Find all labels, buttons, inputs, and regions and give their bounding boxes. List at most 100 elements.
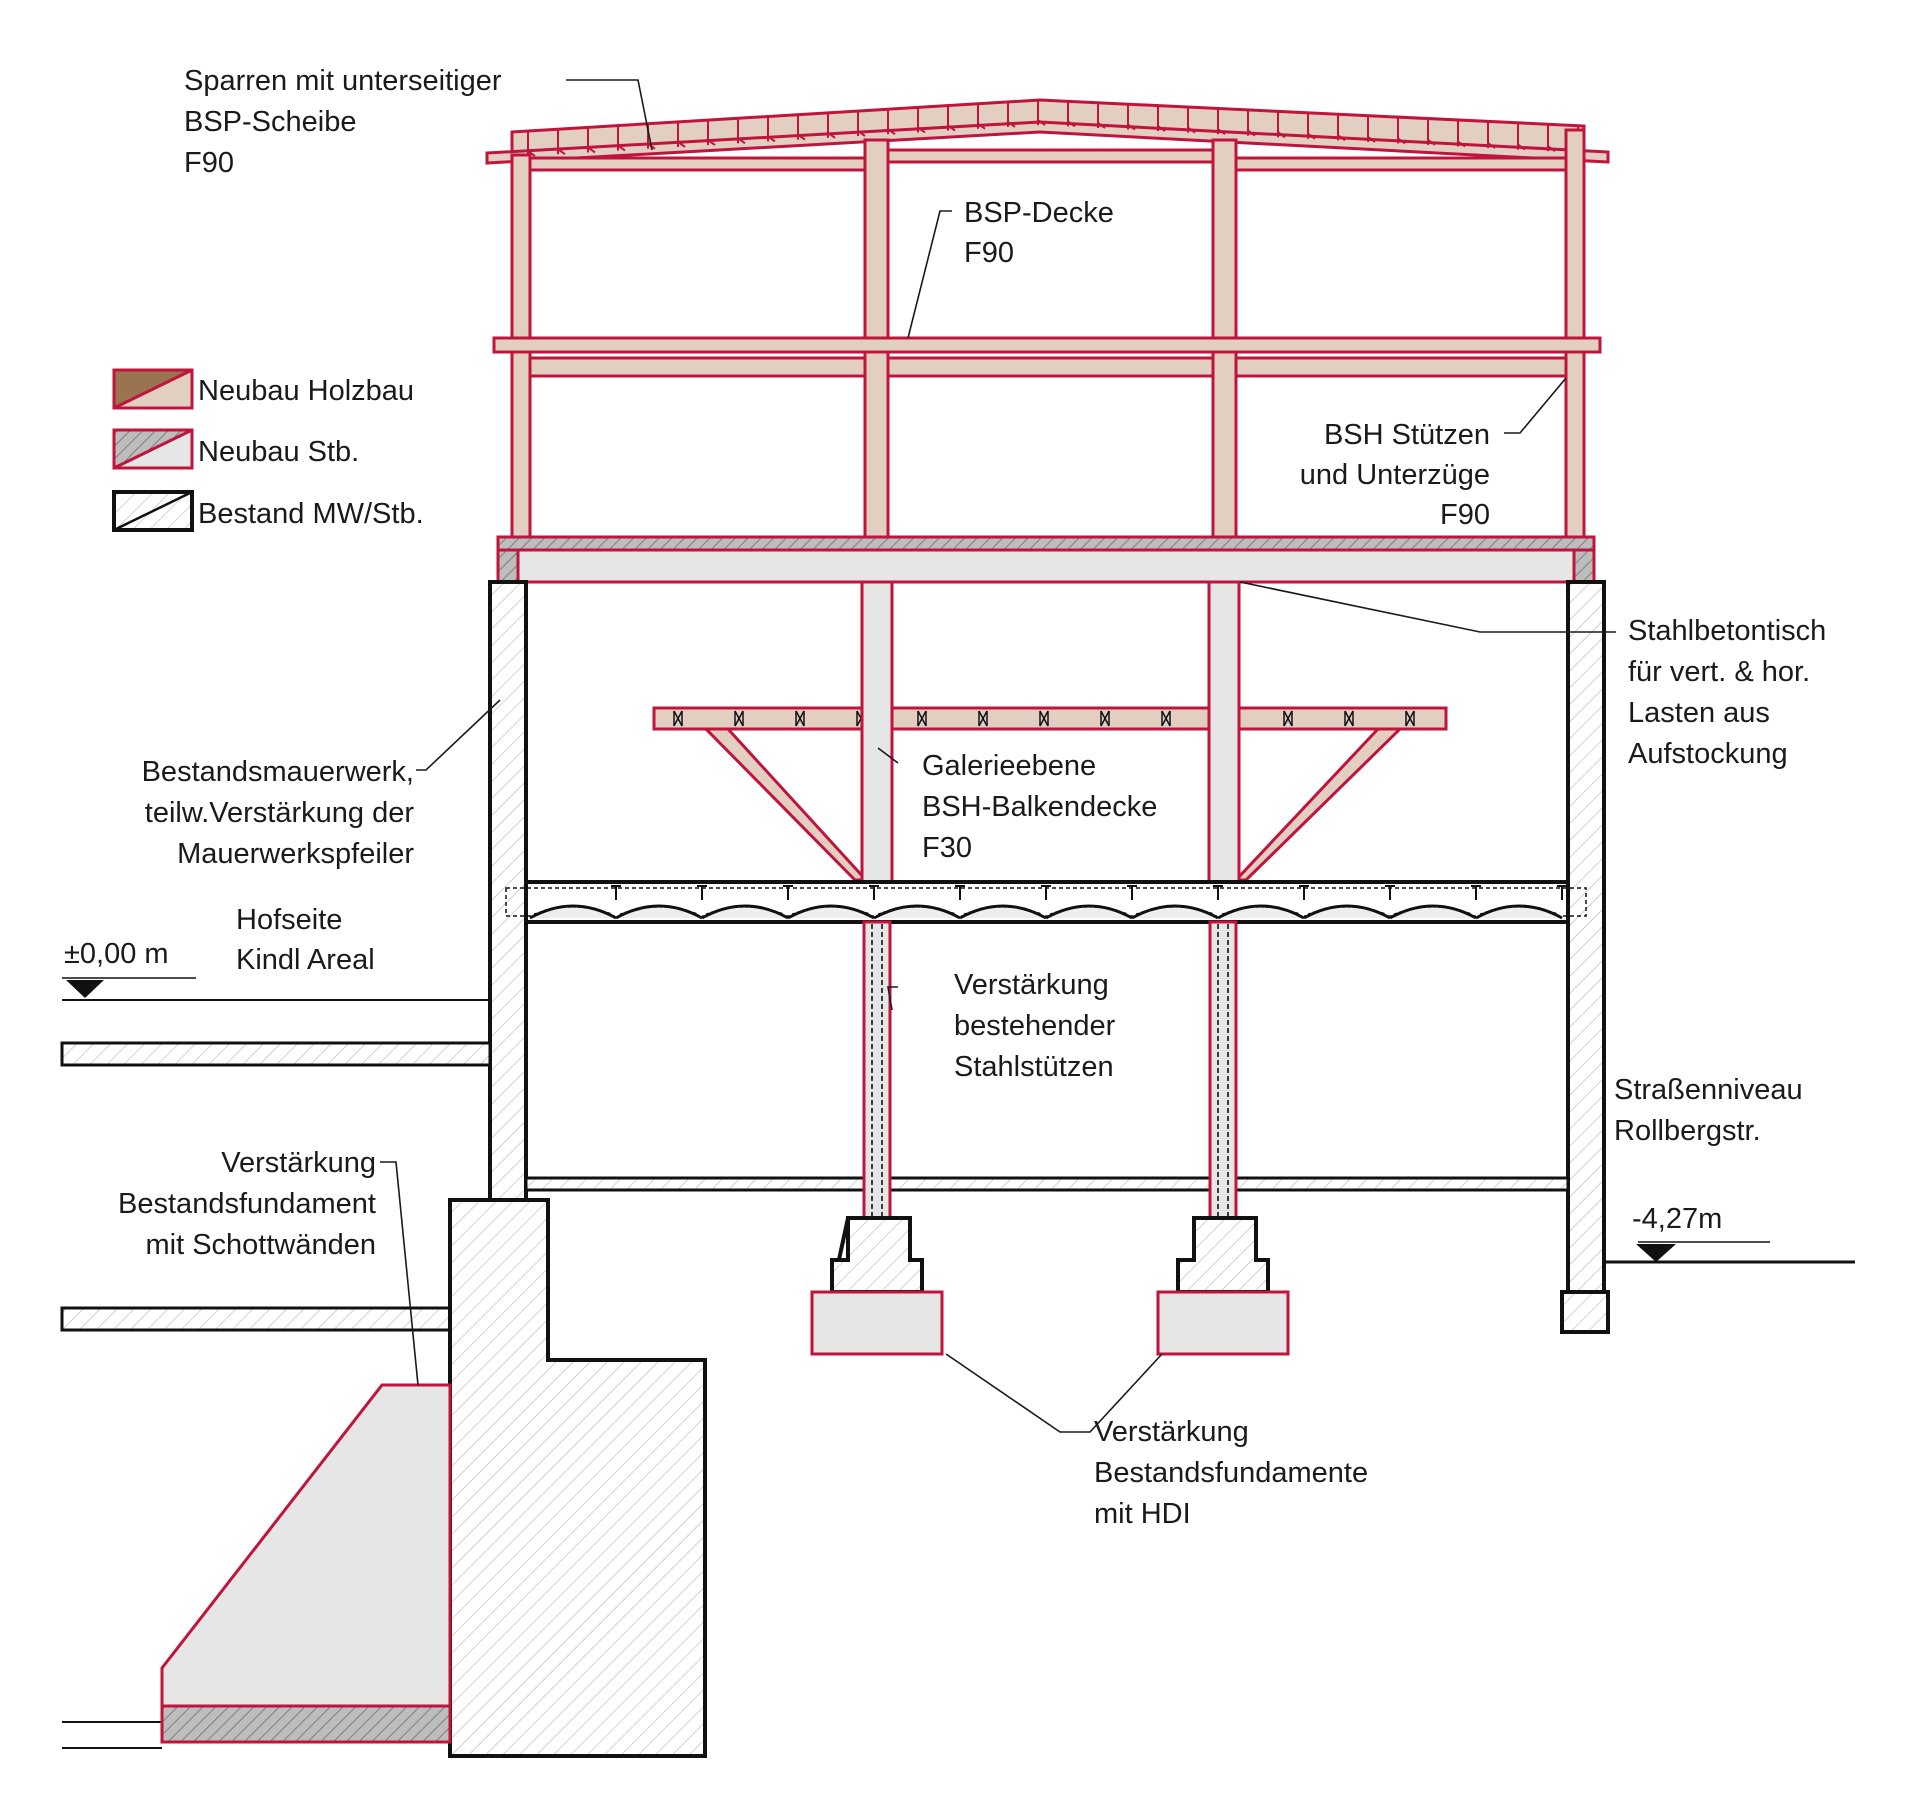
rafter-tick-diag	[1247, 129, 1256, 137]
steel-column-left	[862, 920, 892, 1220]
label-foundation-walls-1: Verstärkung	[221, 1147, 376, 1179]
vault-arch-inner	[1307, 906, 1387, 915]
label-courtyard-1: Hofseite	[236, 904, 342, 936]
vault-arch-inner	[963, 906, 1043, 915]
rc-table-beam	[516, 548, 1576, 584]
gallery-beam-mark	[1039, 710, 1049, 727]
vault-arch	[1475, 904, 1563, 920]
rafter-tick-diag	[707, 139, 716, 146]
gallery-beam-mark	[917, 710, 927, 727]
gallery-beam-mark	[795, 710, 805, 727]
label-courtyard-2: Kindl Areal	[236, 944, 375, 976]
legend-item-concrete: Neubau Stb.	[112, 428, 359, 470]
rafter-tick-diag	[737, 137, 746, 145]
label-foundation-walls-3: mit Schottwänden	[145, 1229, 376, 1261]
vault-arch	[1303, 904, 1391, 920]
rc-table-end-right	[1572, 548, 1596, 584]
rafter-tick-diag	[1547, 145, 1556, 152]
rafter-tick-diag	[1127, 123, 1136, 131]
timber-frame	[492, 128, 1602, 539]
existing-wall-left	[488, 580, 528, 1206]
gallery-beam-mark	[1100, 710, 1110, 727]
rafter-tick-diag	[1277, 131, 1286, 139]
clt-floor-slab	[492, 336, 1602, 354]
rafter-tick-diag	[1397, 137, 1406, 145]
lower-slab-left	[60, 1306, 452, 1332]
label-masonry-2: teilw.Verstärkung der	[145, 797, 415, 829]
rc-table	[496, 535, 1596, 584]
rafter-tick-diag	[587, 146, 596, 154]
rc-table-slab	[496, 535, 1596, 552]
rafter-tick-diag	[1517, 143, 1526, 151]
label-rafters-1: Sparren mit unterseitiger	[184, 65, 502, 97]
upper-beam-right	[1234, 156, 1568, 172]
label-hdi-2: Bestandsfundamente	[1094, 1457, 1368, 1489]
vault-arch	[615, 904, 703, 920]
existing-structure	[60, 580, 1855, 1758]
legend-label-concrete: Neubau Stb.	[198, 436, 359, 468]
legend-label-existing: Bestand MW/Stb.	[198, 498, 424, 530]
label-glulam-2: und Unterzüge	[1300, 459, 1490, 491]
rafter-tick-diag	[1157, 125, 1166, 132]
vault-arch-inner	[1393, 906, 1473, 915]
vault-arch-inner	[705, 906, 785, 915]
lower-beam-right	[1234, 356, 1568, 378]
gallery-beam-mark	[734, 710, 744, 727]
vault-arch-inner	[1135, 906, 1215, 915]
vault-arch	[873, 904, 961, 920]
buttress-cross-walls	[160, 1383, 452, 1708]
vault-arch	[529, 904, 617, 920]
basement-slab	[524, 1176, 1570, 1192]
label-masonry-1: Bestandsmauerwerk,	[142, 756, 414, 788]
rafter-tick-diag	[1337, 134, 1346, 142]
rafter-tick-diag	[917, 126, 926, 134]
rafter-tick-diag	[857, 130, 866, 137]
label-rc-table-4: Aufstockung	[1628, 738, 1788, 770]
rafter-tick-diag	[1037, 119, 1046, 126]
label-foundation-walls-2: Bestandsfundament	[118, 1188, 376, 1220]
level-marker-street	[1636, 1244, 1676, 1262]
gallery-deck	[652, 706, 1448, 731]
gallery-beam-mark	[1344, 710, 1354, 727]
vault-arch-inner	[533, 906, 613, 915]
steel-column-right	[1208, 920, 1238, 1220]
gallery-beam-mark	[1283, 710, 1293, 727]
label-clt-slab-2: F90	[964, 237, 1014, 269]
label-masonry-3: Mauerwerkspfeiler	[177, 838, 414, 870]
label-hdi-3: mit HDI	[1094, 1498, 1191, 1530]
rafter-tick-diag	[1427, 139, 1436, 146]
gallery-beam-mark	[978, 710, 988, 727]
rafter-tick-diag	[1487, 142, 1496, 149]
rc-table-end-left	[496, 548, 520, 584]
level-markers	[62, 977, 1770, 1262]
existing-foundation-left	[448, 1198, 707, 1758]
rafter-tick-diag	[887, 128, 896, 136]
rafter-tick-diag	[617, 144, 626, 152]
upper-beam-left	[528, 156, 867, 172]
label-rafters-2: BSP-Scheibe	[184, 106, 357, 138]
leader-lines	[380, 79, 1616, 1433]
courtyard-slab	[60, 1041, 492, 1067]
vault-arch	[1389, 904, 1477, 920]
gallery-beam-mark	[1161, 710, 1171, 727]
rafter-tick-diag	[1367, 136, 1376, 143]
label-rc-table-3: Lasten aus	[1628, 697, 1770, 729]
existing-wall-right	[1566, 580, 1606, 1294]
label-glulam-3: F90	[1440, 499, 1490, 531]
rafter-tick-diag	[677, 141, 686, 148]
vault-arch	[701, 904, 789, 920]
lower-beam-mid	[886, 356, 1215, 378]
rafter-tick-diag	[797, 133, 806, 141]
gallery-beam-mark	[673, 710, 683, 727]
label-steel-columns-2: bestehender	[954, 1010, 1116, 1042]
rafter-tick-diag	[1457, 140, 1466, 148]
vault-arch-inner	[619, 906, 699, 915]
gallery-brace-left	[702, 727, 870, 882]
reinforced-steel-columns	[862, 920, 1238, 1220]
legend-label-timber: Neubau Holzbau	[198, 375, 414, 407]
rafter-tick-diag	[1187, 126, 1196, 134]
gallery-beam-mark	[1405, 710, 1415, 727]
label-street-1: Straßenniveau	[1614, 1074, 1803, 1106]
stepped-foundation-right-body	[1176, 1216, 1270, 1294]
